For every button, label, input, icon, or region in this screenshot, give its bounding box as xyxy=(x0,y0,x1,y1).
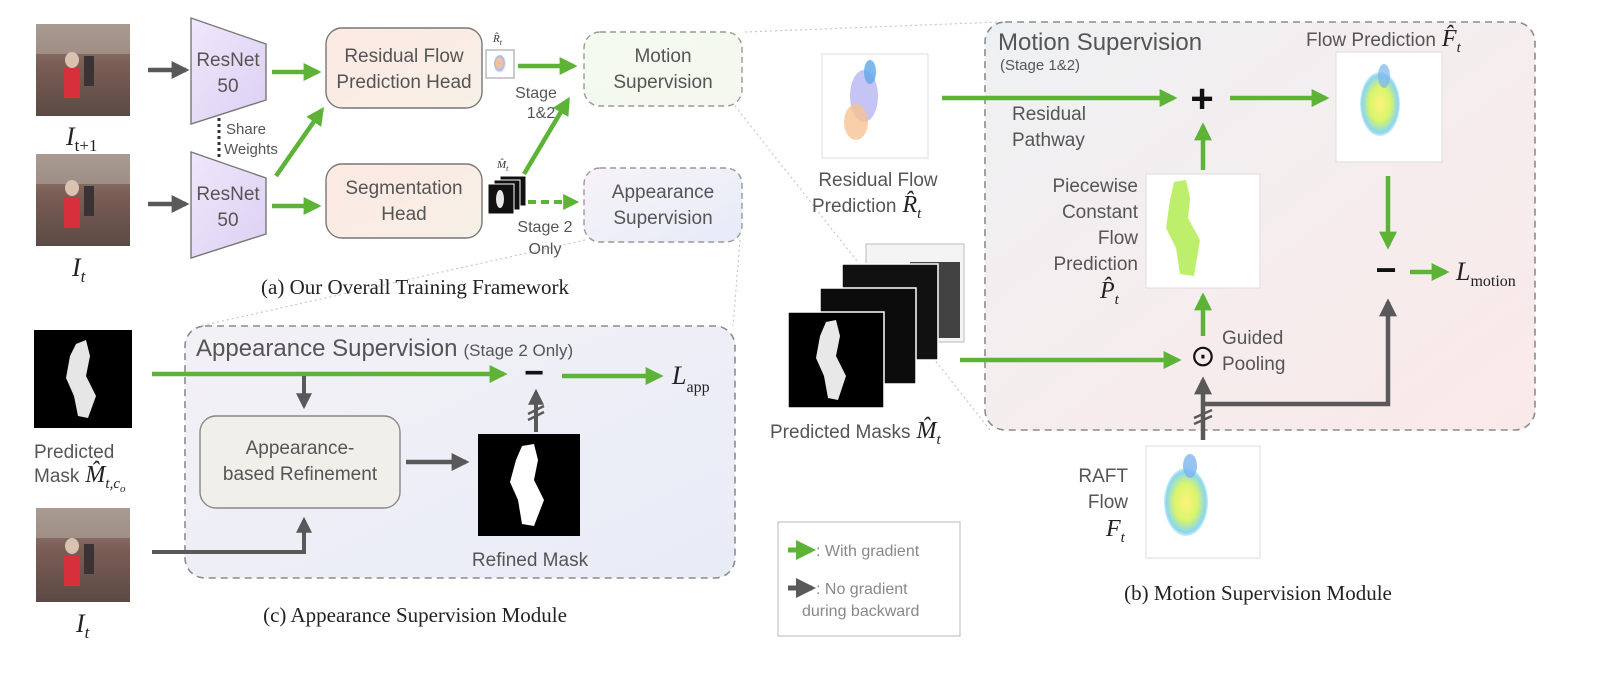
share-weights-line1: Share xyxy=(226,121,266,138)
resnet-top-line1: ResNet xyxy=(196,50,260,71)
appearance-module-panel xyxy=(184,325,736,579)
frame-t1-image xyxy=(36,24,130,116)
stage2-line2: Only xyxy=(529,241,562,258)
frame-t-bottom-label: It xyxy=(75,609,91,642)
predicted-mask-line1: Predicted xyxy=(34,442,114,463)
guided-pooling-line1: Guided xyxy=(1222,328,1283,349)
stop-gradient-mark-2 xyxy=(527,404,545,416)
motion-module-title: Motion Supervision xyxy=(998,29,1202,56)
appearance-box-line2: Supervision xyxy=(613,208,712,229)
caption-a: (a) Our Overall Training Framework xyxy=(261,275,569,299)
residual-pathway-line2: Pathway xyxy=(1012,130,1085,151)
motion-box-line2: Supervision xyxy=(613,72,712,93)
odot-operator: ⊙ xyxy=(1190,340,1215,373)
stop-gradient-mark-4 xyxy=(1193,408,1213,420)
zoom-connector xyxy=(744,21,1001,33)
legend-no-gradient-line2: during backward xyxy=(802,603,919,620)
piecewise-line3: Flow xyxy=(1098,228,1138,249)
appearance-minus: − xyxy=(524,354,544,392)
frame-t-image xyxy=(36,154,130,246)
stage2-line1: Stage 2 xyxy=(517,219,572,236)
caption-b: (b) Motion Supervision Module xyxy=(1124,581,1392,605)
stop-gradient-mark-1 xyxy=(527,410,545,422)
caption-c: (c) Appearance Supervision Module xyxy=(263,603,567,627)
residual-flow-pred-line1: Residual Flow xyxy=(818,170,938,191)
motion-minus: − xyxy=(1375,249,1396,290)
masks-thumbnail-stack xyxy=(487,175,527,215)
frame-t-bottom-image xyxy=(36,508,130,602)
appearance-supervision-box xyxy=(583,167,743,243)
resnet-bottom-line1: ResNet xyxy=(196,184,260,205)
arrow-raft-to-minus xyxy=(1203,298,1397,407)
flow-prediction-image xyxy=(1335,51,1443,163)
segmentation-head xyxy=(325,163,483,239)
residual-flow-head xyxy=(325,27,483,109)
resnet-top-line2: 50 xyxy=(217,76,238,97)
refined-mask-label: Refined Mask xyxy=(472,550,589,571)
piecewise-line2: Constant xyxy=(1062,202,1139,223)
residual-head-line1: Residual Flow xyxy=(344,46,464,67)
refinement-line2: based Refinement xyxy=(223,464,378,485)
loss-app: Lapp xyxy=(671,361,710,396)
residual-thumb-label: R̂t xyxy=(492,32,503,47)
loss-motion: Lmotion xyxy=(1455,257,1516,290)
frame-t1-label: It+1 xyxy=(65,122,97,155)
frame-t-label: It xyxy=(71,253,87,286)
residual-head-line2: Prediction Head xyxy=(336,72,471,93)
piecewise-line1: Piecewise xyxy=(1052,176,1138,197)
piecewise-symbol: P̂t xyxy=(1099,277,1120,308)
segmentation-head-line1: Segmentation xyxy=(345,178,462,199)
refinement-line1: Appearance- xyxy=(246,438,355,459)
plus-operator: + xyxy=(1190,77,1213,121)
legend-with-gradient: : With gradient xyxy=(816,543,920,560)
refined-mask-image xyxy=(478,434,580,536)
stage12-line1: Stage xyxy=(515,85,557,102)
zoom-connector xyxy=(199,239,586,327)
arrow-frame-to-refinement xyxy=(152,516,312,554)
segmentation-head-line2: Head xyxy=(381,204,426,225)
motion-module-note: (Stage 1&2) xyxy=(1000,57,1080,74)
appearance-box-line1: Appearance xyxy=(612,182,714,203)
appearance-refinement-box xyxy=(199,415,401,509)
motion-box-line1: Motion xyxy=(634,46,691,67)
share-weights-line2: Weights xyxy=(224,141,278,158)
raft-line2: Flow xyxy=(1088,492,1128,513)
resnet-encoder-bottom xyxy=(190,151,267,259)
predicted-masks-stack xyxy=(787,243,965,409)
legend-no-gradient-line1: : No gradient xyxy=(816,581,908,598)
appearance-module-title: Appearance Supervision(Stage 2 Only) xyxy=(196,335,573,362)
residual-pathway-line1: Residual xyxy=(1012,104,1086,125)
raft-line1: RAFT xyxy=(1078,466,1128,487)
stop-gradient-mark-3 xyxy=(1193,414,1213,426)
raft-flow-image xyxy=(1145,445,1261,559)
masks-thumb-label: M̂t xyxy=(496,158,509,173)
stage12-line2: 1&2 xyxy=(527,105,556,122)
motion-supervision-box xyxy=(583,31,743,107)
predicted-mask-image xyxy=(34,330,132,428)
arrow-masks-to-motion xyxy=(522,96,570,176)
resnet-encoder-top xyxy=(190,17,267,125)
resnet-bottom-line2: 50 xyxy=(217,210,238,231)
piecewise-line4: Prediction xyxy=(1054,254,1139,275)
arrow-encoder-to-residual-head-diag xyxy=(274,107,325,178)
guided-pooling-line2: Pooling xyxy=(1222,354,1285,375)
residual-flow-image xyxy=(821,53,929,159)
raft-symbol: Ft xyxy=(1105,516,1126,546)
zoom-connector xyxy=(732,239,741,327)
piecewise-flow-image xyxy=(1145,173,1261,289)
